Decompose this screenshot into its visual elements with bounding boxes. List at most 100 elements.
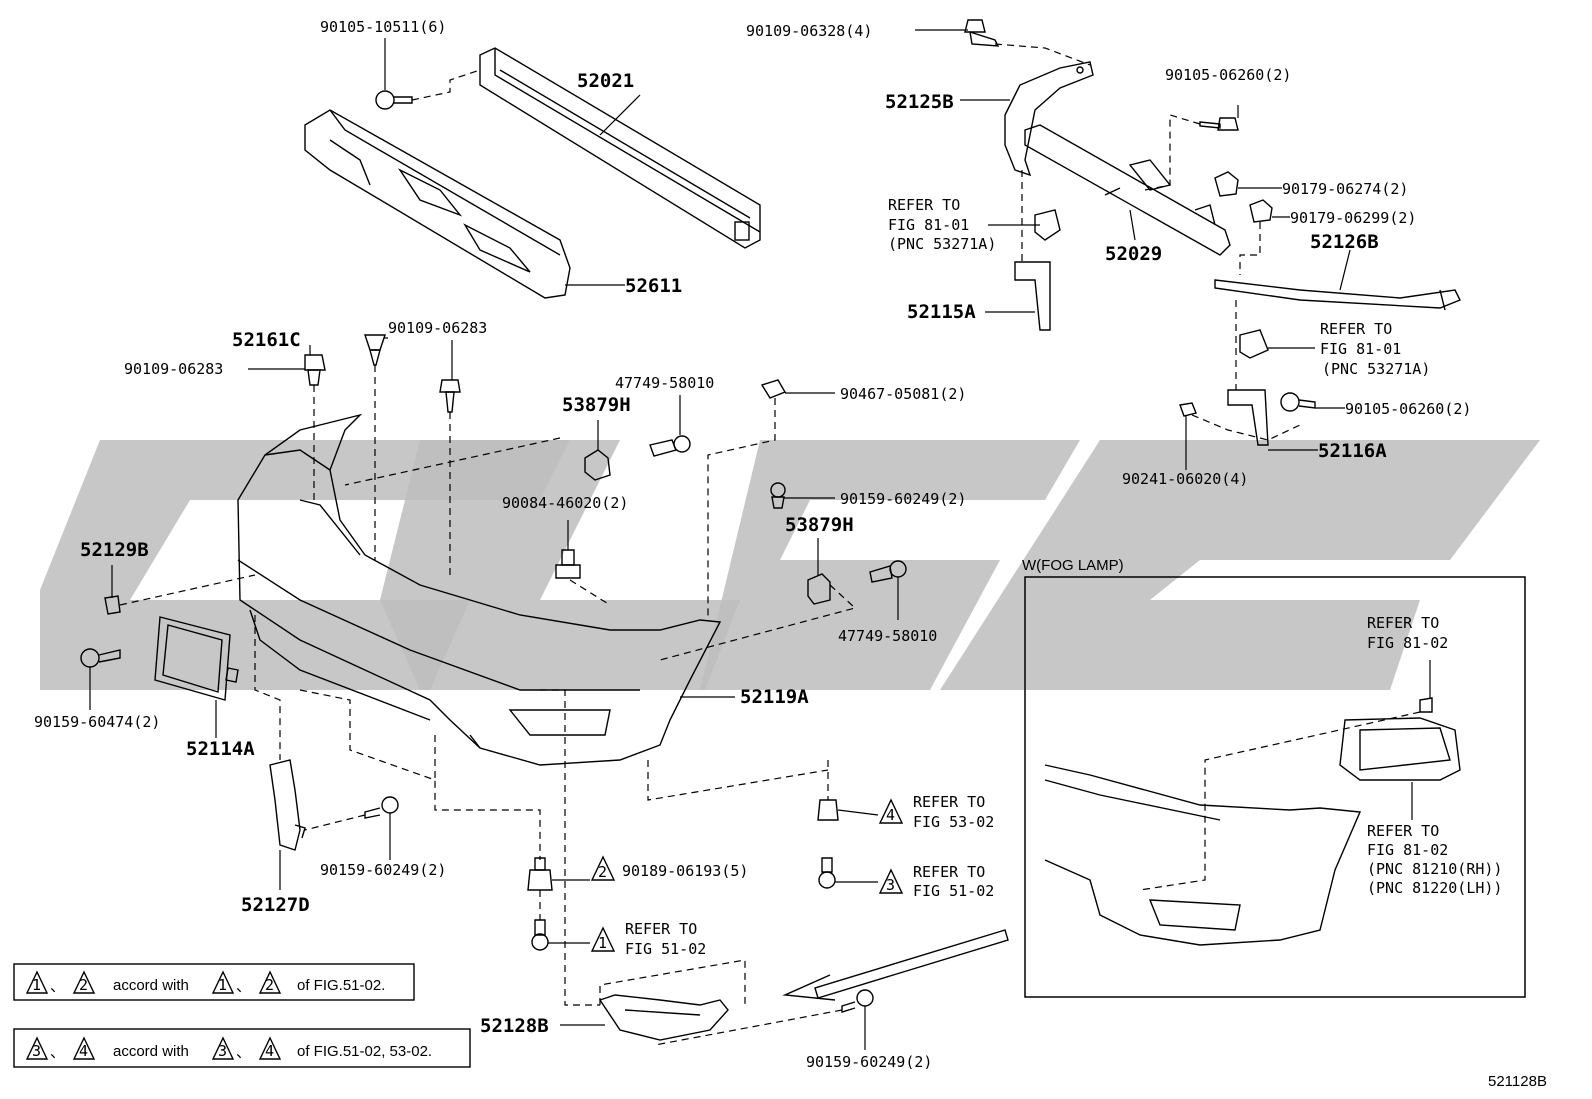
- bolt-90159-60249-a: [770, 482, 786, 509]
- bumper-moulding-52161C: [304, 354, 326, 505]
- label-90109-06283-a: 90109-06283: [388, 319, 487, 337]
- label-90105-06260-top: 90105-06260(2): [1165, 66, 1291, 84]
- label-47749-58010-b: 47749-58010: [838, 627, 937, 645]
- label-90159-60249-c: 90159-60249(2): [806, 1053, 932, 1071]
- label-90109-06328: 90109-06328(4): [746, 22, 872, 40]
- refer-line: FIG 81-01: [1320, 340, 1401, 358]
- clip-90084-46020: [555, 549, 611, 606]
- refer-line: FIG 51-02: [625, 940, 706, 958]
- label-52128B: 52128B: [480, 1015, 549, 1037]
- refer-line: REFER TO: [913, 863, 985, 881]
- label-52161C: 52161C: [232, 329, 301, 351]
- bracket-52116A: [1227, 300, 1269, 446]
- marker-triangle-1: 1: [590, 926, 616, 952]
- refer-line: REFER TO: [1367, 614, 1439, 632]
- bolt-90105-06260-bottom: [1280, 392, 1316, 412]
- refer-51-02-bottom: REFER TO FIG 51-02: [625, 920, 706, 958]
- marker-triangle-3: 3: [878, 868, 904, 894]
- note2-text1: accord with: [113, 1043, 189, 1060]
- license-bracket-52114A: [154, 616, 239, 701]
- label-90189-06193: 90189-06193(5): [622, 862, 748, 880]
- label-52611: 52611: [625, 275, 682, 297]
- bolt-refer-51-02: [531, 919, 549, 951]
- diagram-id: 521128B: [1488, 1073, 1547, 1090]
- refer-line: (PNC 81220(LH)): [1367, 879, 1502, 897]
- bolt-90159-60249-b: [304, 796, 399, 831]
- label-90241-06020: 90241-06020(4): [1122, 470, 1248, 488]
- note1-text2: of FIG.51-02.: [297, 977, 385, 994]
- retainer-53879H-b: [659, 573, 857, 661]
- label-52129B: 52129B: [80, 539, 149, 561]
- refer-line: REFER TO: [625, 920, 697, 938]
- nut-90467-05081: [707, 379, 787, 620]
- clip-90189-06193: [527, 857, 553, 891]
- label-90159-60474: 90159-60474(2): [34, 713, 160, 731]
- label-52125B: 52125B: [885, 91, 954, 113]
- label-90105-06260-bottom: 90105-06260(2): [1345, 400, 1471, 418]
- label-52115A: 52115A: [907, 301, 976, 323]
- refer-line: REFER TO: [913, 793, 985, 811]
- note1-a: 1: [32, 976, 41, 994]
- refer-line: FIG 81-02: [1367, 634, 1448, 652]
- label-52021: 52021: [577, 70, 634, 92]
- bolt-refer-51-02-right: [818, 760, 836, 889]
- screw-47749-58010-a: [649, 435, 691, 457]
- bumper-retainer-52125B: [1004, 61, 1094, 177]
- refer-fog-top: REFER TO FIG 81-02: [1367, 614, 1448, 652]
- label-47749-58010-a: 47749-58010: [615, 374, 714, 392]
- note1-b: 2: [79, 976, 88, 994]
- marker-triangle-4: 4: [878, 798, 904, 824]
- bumper-retainer-52029: [1024, 124, 1231, 256]
- refer-line: (PNC 53271A): [1322, 360, 1430, 378]
- label-52126B: 52126B: [1310, 231, 1379, 253]
- clip-90109-06283-a: [364, 334, 386, 560]
- note1-sep2: 、: [236, 978, 251, 995]
- label-53879H-b: 53879H: [785, 514, 854, 536]
- marker-triangle-2: 2: [590, 855, 616, 881]
- label-90159-60249-b: 90159-60249(2): [320, 861, 446, 879]
- marker-3-text: 3: [886, 876, 895, 894]
- bumper-cover-52119A: [237, 413, 722, 766]
- bolt-90105-10511: [375, 69, 481, 110]
- note1-c: 1: [218, 976, 227, 994]
- label-90109-06283-b: 90109-06283: [124, 360, 223, 378]
- seal-52127D: [269, 759, 306, 851]
- bracket-52115A: [1014, 170, 1051, 331]
- refer-line: FIG 53-02: [913, 813, 994, 831]
- bolt-90105-06260-top: [1144, 114, 1239, 191]
- bumper-retainer-52126B: [1214, 279, 1461, 311]
- inset-arrow: [782, 929, 1009, 1001]
- bolt-90159-60249-c: [654, 989, 874, 1046]
- note-box-1: 1 、 2 accord with 1 、 2 of FIG.51-02.: [13, 963, 415, 1001]
- clip-90109-06283-b: [439, 379, 461, 580]
- label-52119A: 52119A: [740, 686, 809, 708]
- label-90179-06274: 90179-06274(2): [1282, 180, 1408, 198]
- label-90467-05081: 90467-05081(2): [840, 385, 966, 403]
- marker-1-text: 1: [598, 934, 607, 952]
- label-52116A: 52116A: [1318, 440, 1387, 462]
- label-53879H-a: 53879H: [562, 394, 631, 416]
- note2-b: 4: [79, 1042, 88, 1060]
- note1-text1: accord with: [113, 977, 189, 994]
- bumper-reinforcement-52021: [479, 47, 761, 249]
- note1-d: 2: [265, 976, 274, 994]
- cover-52129B: [104, 574, 256, 615]
- leader-lines: [89, 29, 1431, 1050]
- refer-line: FIG 51-02: [913, 882, 994, 900]
- refer-51-02-right: REFER TO FIG 51-02: [913, 863, 994, 900]
- refer-line: REFER TO: [888, 196, 960, 214]
- note2-sep2: 、: [236, 1044, 251, 1061]
- bumper-absorber-52611: [304, 109, 571, 299]
- label-90084-46020: 90084-46020(2): [502, 494, 628, 512]
- note2-a: 3: [32, 1042, 41, 1060]
- label-90105-10511: 90105-10511(6): [320, 18, 446, 36]
- refer-81-01-left: REFER TO FIG 81-01 (PNC 53271A): [888, 196, 996, 253]
- nut-90179-06299: [1239, 199, 1273, 275]
- refer-fog-bottom: REFER TO FIG 81-02 (PNC 81210(RH)) (PNC …: [1367, 822, 1502, 897]
- refer-line: (PNC 81210(RH)): [1367, 860, 1502, 878]
- refer-line: FIG 81-01: [888, 216, 969, 234]
- marker-2-text: 2: [598, 863, 607, 881]
- bolt-90109-06328: [964, 19, 1091, 66]
- watermark-logo: [40, 440, 1540, 690]
- label-52029: 52029: [1105, 243, 1162, 265]
